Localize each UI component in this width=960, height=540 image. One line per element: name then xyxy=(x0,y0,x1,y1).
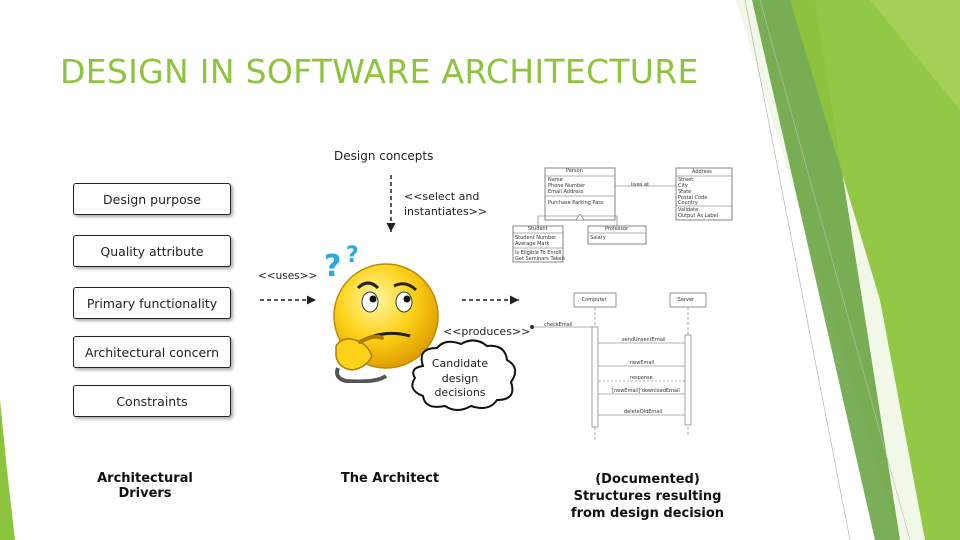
class-address-attr: Country xyxy=(678,200,698,206)
architectural-concern-box: Architectural concern xyxy=(73,336,231,368)
lifeline-server: :Server xyxy=(676,297,695,303)
class-address-name: Address xyxy=(692,169,712,175)
sequence-message: newEmail xyxy=(630,360,655,366)
drivers-caption: Architectural Drivers xyxy=(97,471,193,501)
architect-thinking-icon: ? ? xyxy=(324,243,439,383)
class-diagram-lines xyxy=(512,167,733,263)
sequence-message: [newEmail] downloadEmail xyxy=(612,388,680,394)
sequence-message: sendUnsentEmail xyxy=(622,337,666,343)
right-dark-stripe xyxy=(752,0,900,540)
right-light-corner xyxy=(870,0,960,110)
class-address-op: Output As Label xyxy=(678,213,719,219)
association-label: lives at xyxy=(631,182,650,188)
select-instantiate-label: <<select and instantiates>> xyxy=(404,190,488,218)
class-address-attr: Postal Code xyxy=(678,195,708,201)
structures-caption: (Documented) Structures resulting from d… xyxy=(570,472,725,521)
class-person-attr: Phone Number xyxy=(548,183,586,189)
constraints-box: Constraints xyxy=(73,385,231,417)
class-student-attr: Student Number xyxy=(515,235,557,241)
class-address-attr: Street xyxy=(678,177,694,183)
class-diagram: Person Name Phone Number Email Address P… xyxy=(508,160,758,270)
class-person-op: Purchase Parking Pass xyxy=(548,200,604,206)
class-professor-name: Professor xyxy=(605,226,629,232)
design-concepts-label: Design concepts xyxy=(334,149,434,163)
class-address-op: Validate xyxy=(678,207,699,213)
class-address-attr: State xyxy=(678,189,692,195)
class-student-op: Is Eligible To Enroll xyxy=(515,250,562,256)
class-student-attr: Average Mark xyxy=(515,241,550,247)
primary-functionality-box: Primary functionality xyxy=(73,287,231,319)
class-student-op: Get Seminars Taken xyxy=(515,256,565,262)
page-title: DESIGN IN SOFTWARE ARCHITECTURE xyxy=(60,52,699,91)
architect-caption: The Architect xyxy=(340,471,440,486)
produces-label: <<produces>> xyxy=(443,325,531,338)
sequence-diagram-lines xyxy=(530,292,707,442)
class-person-attr: Email Address xyxy=(548,189,584,195)
sequence-message: response xyxy=(630,375,653,381)
question-mark-icon: ? xyxy=(346,243,359,268)
sequence-message: checkEmail xyxy=(544,322,573,328)
class-person-attr: Name xyxy=(548,177,563,183)
divider-line xyxy=(759,0,911,540)
sequence-message: deleteOldEmail xyxy=(624,409,663,415)
right-green-stripe xyxy=(790,0,960,540)
candidate-decisions-label: Candidate design decisions xyxy=(431,357,489,399)
lifeline-computer: :Computer xyxy=(580,297,607,303)
class-person-name: Person xyxy=(566,168,583,174)
uses-label: <<uses>> xyxy=(258,270,318,282)
thought-cloud-icon xyxy=(411,339,517,411)
class-student-name: Student xyxy=(528,226,548,232)
question-mark-icon: ? xyxy=(324,249,341,284)
class-professor-attr: Salary xyxy=(590,235,606,241)
sequence-diagram: :Computer :Server checkEmail sendUnsentE… xyxy=(530,287,730,447)
quality-attribute-box: Quality attribute xyxy=(73,235,231,267)
left-green-shard xyxy=(0,400,15,540)
divider-line xyxy=(744,0,851,540)
class-address-attr: City xyxy=(678,183,688,189)
design-purpose-box: Design purpose xyxy=(73,183,231,215)
